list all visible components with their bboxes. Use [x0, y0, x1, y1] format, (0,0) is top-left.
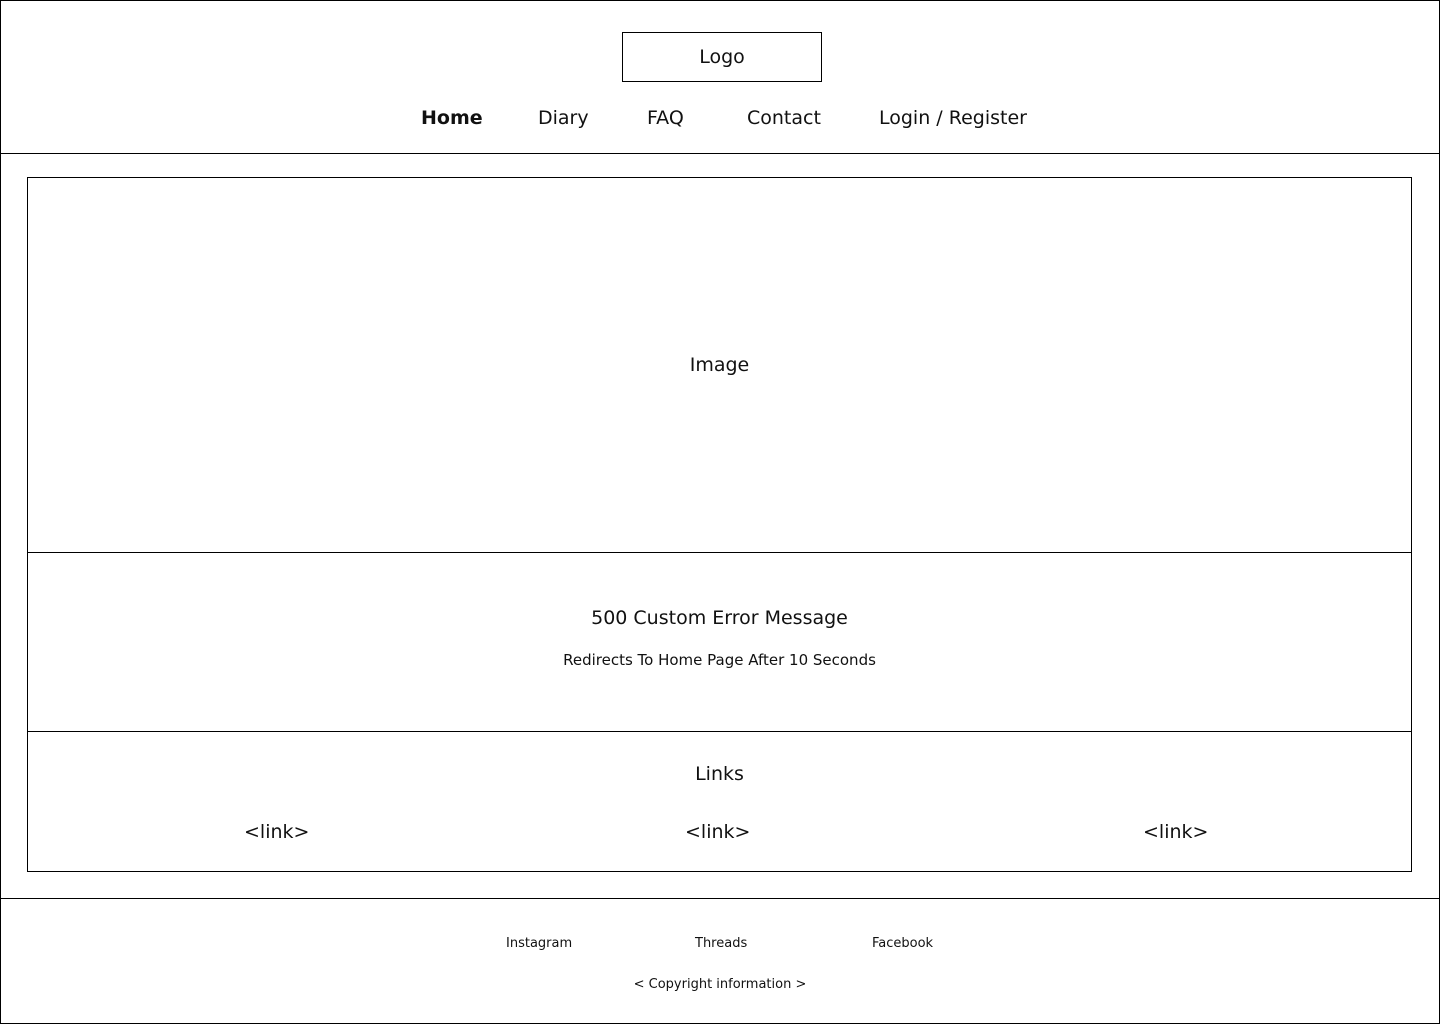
- social-link-threads[interactable]: Threads: [695, 936, 748, 951]
- error-section: 500 Custom Error Message Redirects To Ho…: [27, 552, 1412, 732]
- nav-home[interactable]: Home: [421, 107, 483, 129]
- image-label: Image: [689, 354, 750, 376]
- link-3[interactable]: <link>: [1143, 821, 1209, 843]
- link-2[interactable]: <link>: [685, 821, 751, 843]
- hero-image-placeholder: Image: [27, 177, 1412, 553]
- error-subtitle: Redirects To Home Page After 10 Seconds: [563, 651, 876, 669]
- nav-contact[interactable]: Contact: [747, 107, 821, 129]
- links-heading: Links: [695, 763, 744, 785]
- error-title: 500 Custom Error Message: [591, 607, 848, 629]
- nav-faq[interactable]: FAQ: [647, 107, 684, 129]
- nav-login-register[interactable]: Login / Register: [879, 107, 1027, 129]
- nav-diary[interactable]: Diary: [538, 107, 589, 129]
- links-section: Links <link> <link> <link>: [27, 731, 1412, 872]
- site-footer: Instagram Threads Facebook < Copyright i…: [0, 898, 1440, 1024]
- logo[interactable]: Logo: [622, 32, 822, 82]
- logo-label: Logo: [699, 46, 745, 68]
- link-1[interactable]: <link>: [244, 821, 310, 843]
- social-link-instagram[interactable]: Instagram: [506, 936, 573, 951]
- social-link-facebook[interactable]: Facebook: [872, 936, 934, 951]
- site-header: [0, 0, 1440, 154]
- copyright-text: < Copyright information >: [633, 977, 807, 992]
